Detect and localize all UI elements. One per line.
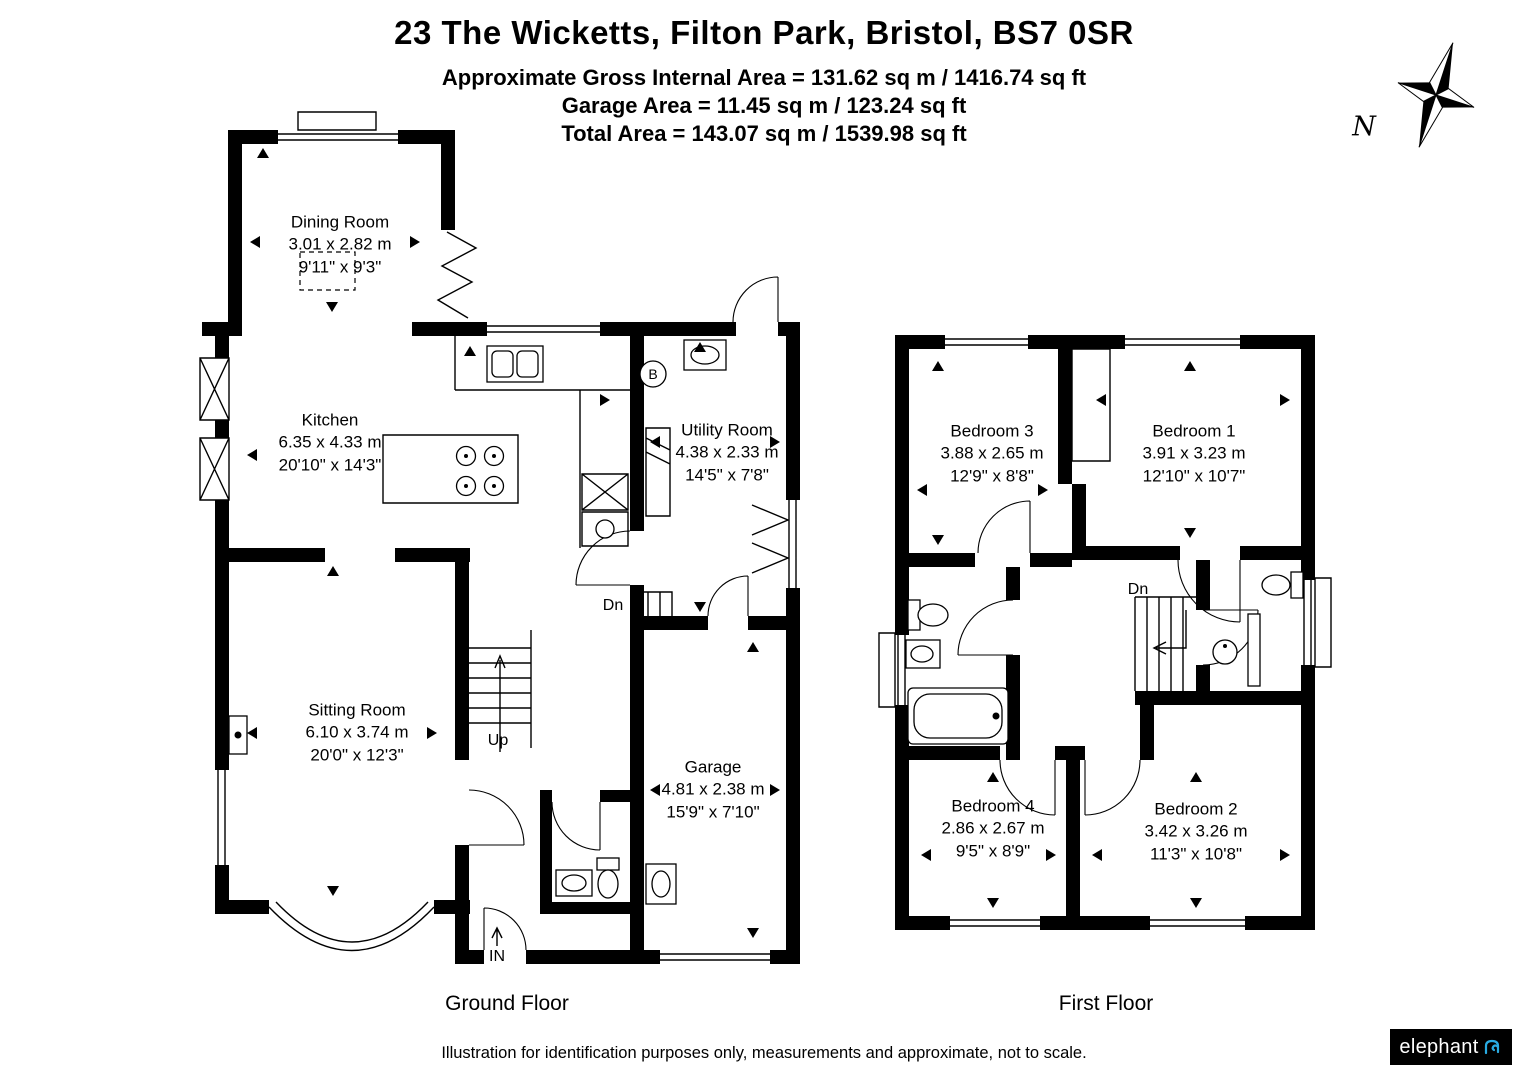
step-down-label: Dn	[602, 597, 624, 614]
room-label-bedroom4: Bedroom 4 2.86 x 2.67 m 9'5" x 8'9"	[941, 795, 1044, 862]
room-name: Garage	[684, 757, 742, 777]
kitchen-sink-icon	[486, 345, 544, 383]
room-dim-imperial: 15'9" x 7'10"	[666, 802, 760, 822]
room-name: Bedroom 2	[1154, 799, 1238, 819]
first-details	[878, 338, 1332, 927]
room-dim-metric: 3.42 x 3.26 m	[1144, 821, 1248, 841]
room-name: Bedroom 1	[1152, 421, 1236, 441]
room-dim-metric: 4.38 x 2.33 m	[675, 442, 779, 462]
ensuite-basin-icon	[1212, 639, 1238, 665]
total-area-line: Total Area = 143.07 sq m / 1539.98 sq ft	[561, 121, 967, 146]
gross-area-line: Approximate Gross Internal Area = 131.62…	[441, 65, 1087, 90]
stairs-up-label: Up	[487, 732, 509, 749]
room-name: Sitting Room	[308, 700, 406, 720]
utility-basin-icon	[683, 339, 727, 371]
room-label-garage: Garage 4.81 x 2.38 m 15'9" x 7'10"	[661, 756, 764, 823]
room-label-dining: Dining Room 3.01 x 2.82 m 9'11" x 9'3"	[288, 211, 391, 278]
bathroom-basin-icon	[905, 639, 941, 669]
first-floor-plan	[878, 335, 1332, 930]
boiler-label: B	[648, 366, 658, 382]
room-dim-imperial: 12'10" x 10'7"	[1142, 466, 1246, 486]
property-title: 23 The Wicketts, Filton Park, Bristol, B…	[394, 14, 1134, 51]
room-name: Bedroom 3	[950, 421, 1034, 441]
room-dim-metric: 3.91 x 3.23 m	[1142, 443, 1246, 463]
bathtub-icon	[907, 687, 1009, 745]
north-label: N	[1352, 111, 1376, 143]
radiator-icon	[1247, 613, 1261, 687]
room-name: Kitchen	[301, 410, 359, 430]
room-name: Bedroom 4	[951, 796, 1035, 816]
room-dim-metric: 2.86 x 2.67 m	[941, 818, 1045, 838]
fireplace-icon	[228, 715, 248, 755]
room-label-kitchen: Kitchen 6.35 x 4.33 m 20'10" x 14'3"	[278, 409, 381, 476]
wc-toilet-icon	[596, 857, 620, 899]
dining-table-outline	[299, 251, 356, 291]
garage-area-line: Garage Area = 11.45 sq m / 123.24 sq ft	[561, 93, 967, 118]
ground-floor-plan	[199, 111, 800, 964]
room-name: Utility Room	[681, 420, 773, 440]
room-dim-metric: 4.81 x 2.38 m	[661, 779, 765, 799]
room-dim-metric: 3.01 x 2.82 m	[288, 234, 392, 254]
first-door-arcs	[957, 500, 1259, 816]
room-label-bedroom3: Bedroom 3 3.88 x 2.65 m 12'9" x 8'8"	[940, 420, 1043, 487]
room-label-sitting: Sitting Room 6.10 x 3.74 m 20'0" x 12'3"	[305, 699, 408, 766]
wc-basin-icon	[555, 869, 593, 897]
room-dim-imperial: 12'9" x 8'8"	[950, 466, 1034, 486]
room-name: Dining Room	[290, 212, 390, 232]
room-dim-metric: 3.88 x 2.65 m	[940, 443, 1044, 463]
elephant-logo-text: elephant	[1399, 1035, 1479, 1058]
boiler-icon	[639, 360, 667, 388]
room-dim-imperial: 20'0" x 12'3"	[310, 745, 404, 765]
ensuite-toilet-icon	[1261, 571, 1304, 599]
bathroom-toilet-icon	[907, 599, 949, 631]
ground-floor-caption: Ground Floor	[445, 992, 569, 1015]
room-label-utility: Utility Room 4.38 x 2.33 m 14'5" x 7'8"	[675, 419, 778, 486]
room-label-bedroom2: Bedroom 2 3.42 x 3.26 m 11'3" x 10'8"	[1144, 798, 1247, 865]
room-dim-metric: 6.10 x 3.74 m	[305, 722, 409, 742]
room-dim-imperial: 20'10" x 14'3"	[278, 455, 382, 475]
elephant-logo-icon	[1484, 1039, 1499, 1055]
room-dim-imperial: 14'5" x 7'8"	[685, 465, 769, 485]
room-label-bedroom1: Bedroom 1 3.91 x 3.23 m 12'10" x 10'7"	[1142, 420, 1245, 487]
disclaimer-text: Illustration for identification purposes…	[441, 1044, 1087, 1062]
plan-header: 23 The Wicketts, Filton Park, Bristol, B…	[0, 14, 1528, 148]
garage-sink-icon	[645, 863, 677, 905]
north-compass-icon	[1397, 42, 1475, 148]
room-dim-imperial: 11'3" x 10'8"	[1150, 844, 1242, 864]
room-dim-imperial: 9'11" x 9'3"	[298, 257, 382, 277]
ground-details	[199, 111, 797, 961]
stairs-down-label: Dn	[1127, 581, 1149, 598]
room-dim-imperial: 9'5" x 8'9"	[955, 841, 1031, 861]
ground-door-arcs	[468, 276, 779, 951]
hob-icon	[455, 445, 505, 497]
first-floor-caption: First Floor	[1058, 992, 1154, 1015]
entrance-in-label: IN	[489, 948, 505, 965]
room-dim-metric: 6.35 x 4.33 m	[278, 432, 382, 452]
washer-icon	[595, 519, 615, 539]
elephant-logo: elephant	[1390, 1029, 1512, 1065]
